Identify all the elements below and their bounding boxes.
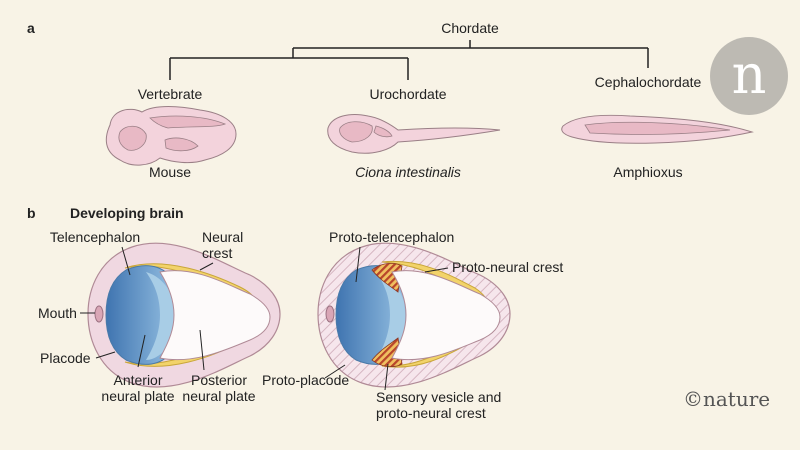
tree-root-label: Chordate	[441, 20, 499, 36]
label-neural-crest-line1: Neural	[202, 229, 243, 245]
logo-letter: n	[732, 43, 767, 106]
example-mouse: Mouse	[149, 164, 191, 180]
label-anterior-line1: Anterior	[113, 372, 162, 388]
panel-b-title: Developing brain	[70, 205, 184, 221]
label-posterior-line2: neural plate	[182, 388, 255, 404]
label-telencephalon: Telencephalon	[50, 229, 140, 245]
label-proto-telencephalon: Proto-telencephalon	[329, 229, 454, 245]
nature-credit: ©nature	[683, 387, 770, 411]
example-amphioxus: Amphioxus	[613, 164, 682, 180]
right-leader-lines	[324, 246, 449, 391]
mouse-embryo-illustration	[105, 106, 237, 166]
ciona-larva-illustration	[327, 114, 501, 154]
label-placode: Placode	[40, 350, 91, 366]
label-mouth: Mouth	[38, 305, 77, 321]
left-leader-lines	[80, 246, 214, 371]
panel-b-label: b	[27, 205, 36, 221]
label-proto-neural-crest: Proto-neural crest	[452, 259, 563, 275]
amphioxus-brain-illustration	[317, 242, 511, 388]
amphioxus-illustration	[561, 114, 754, 144]
panel-a-label: a	[27, 20, 35, 36]
example-ciona: Ciona intestinalis	[355, 164, 461, 180]
group-urochordate: Urochordate	[369, 86, 446, 102]
nature-n-logo: n	[710, 37, 788, 115]
group-vertebrate: Vertebrate	[138, 86, 203, 102]
label-sensory-vesicle-line1: Sensory vesicle and	[376, 389, 501, 405]
label-neural-crest-line2: crest	[202, 245, 232, 261]
label-sensory-vesicle-line2: proto-neural crest	[376, 405, 486, 421]
vertebrate-brain-illustration	[87, 242, 281, 388]
group-cephalochordate: Cephalochordate	[595, 74, 702, 90]
label-posterior-line1: Posterior	[191, 372, 247, 388]
phylogenetic-tree	[169, 40, 649, 80]
label-anterior-line2: neural plate	[101, 388, 174, 404]
label-proto-placode: Proto-placode	[262, 372, 349, 388]
